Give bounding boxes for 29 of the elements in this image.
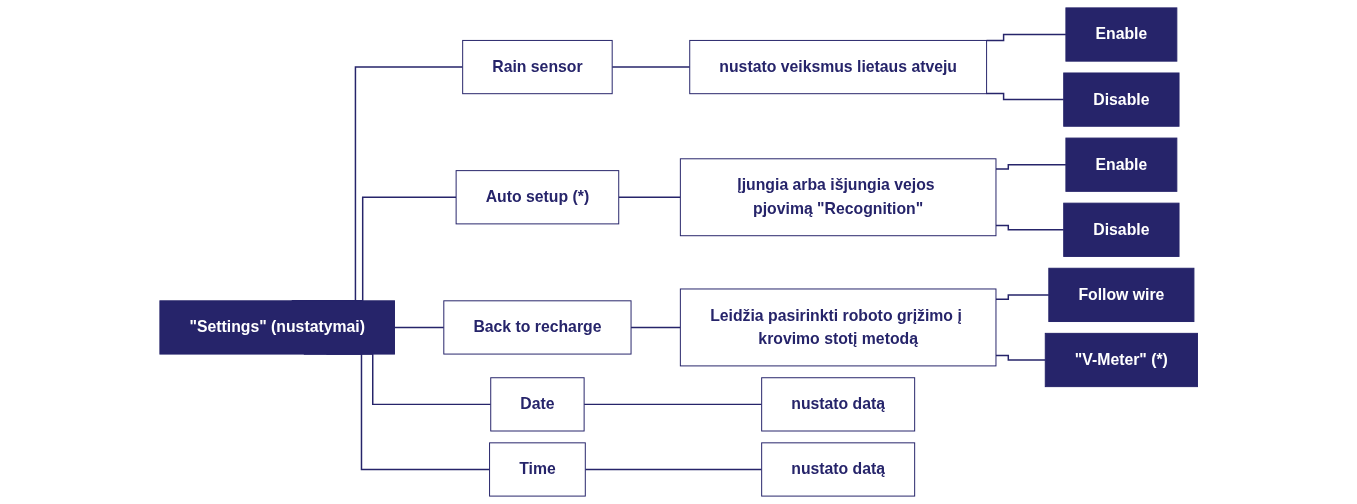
node-box: Enable — [1065, 137, 1178, 192]
connector — [985, 92, 1065, 101]
node-box: Disable — [1063, 202, 1180, 257]
node-box: "V-Meter" (*) — [1044, 332, 1198, 388]
node-box: Įjungia arba išjungia vejos pjovimą "Recognition" — [679, 158, 997, 237]
node-box: nustato datą — [761, 377, 915, 432]
node-box: Back to recharge — [443, 300, 632, 355]
connector — [584, 468, 763, 471]
node-box: nustato veiksmus lietaus atveju — [689, 39, 987, 95]
connector — [393, 326, 445, 329]
node-box: Auto setup (*) — [455, 170, 620, 225]
node-box: Follow wire — [1048, 267, 1195, 322]
node-box: Time — [488, 442, 586, 497]
connector — [995, 354, 1046, 361]
node-box: Disable — [1063, 72, 1180, 127]
connector — [985, 33, 1067, 42]
node-box: nustato datą — [761, 442, 915, 497]
connector — [583, 403, 763, 406]
connector — [995, 163, 1067, 170]
connector — [630, 326, 681, 329]
node-box: Leidžia pasirinkti roboto grįžimo į krovimo stotį metodą — [679, 288, 997, 367]
connector — [611, 66, 691, 68]
node-box: Rain sensor — [462, 39, 613, 95]
node-box: "Settings" (nustatymai) — [159, 300, 395, 355]
connector — [995, 224, 1065, 231]
connector — [617, 196, 681, 198]
node-box: Date — [490, 377, 585, 432]
node-box: Enable — [1065, 7, 1178, 62]
connector — [995, 294, 1050, 301]
